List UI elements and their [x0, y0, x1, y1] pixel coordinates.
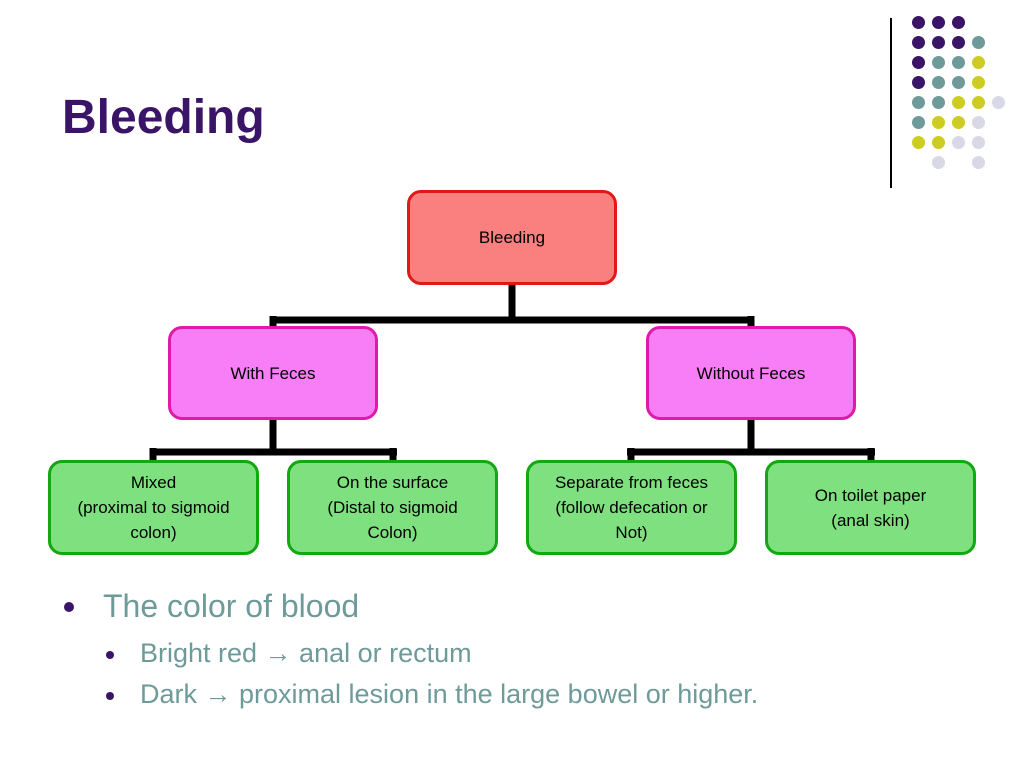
deco-dot [912, 136, 925, 149]
node-label: Mixed (proximal to sigmoid colon) [77, 473, 230, 542]
vertical-divider [890, 18, 892, 188]
deco-dot [912, 56, 925, 69]
deco-dot [972, 136, 985, 149]
deco-dot [952, 136, 965, 149]
node-label: Separate from feces (follow defecation o… [554, 473, 709, 542]
deco-dot [972, 56, 985, 69]
deco-dot [972, 96, 985, 109]
deco-dot [932, 136, 945, 149]
deco-dot [972, 36, 985, 49]
deco-dot [972, 116, 985, 129]
node-label: Without Feces [696, 363, 806, 383]
node-mixed: Mixed (proximal to sigmoid colon) [48, 460, 259, 555]
deco-dot [912, 116, 925, 129]
deco-dot [912, 16, 925, 29]
deco-dot [932, 56, 945, 69]
deco-dot [932, 156, 945, 169]
deco-dot [952, 16, 965, 29]
bullet-dot-icon [106, 651, 114, 659]
node-label: Bleeding [478, 228, 546, 247]
sub-bullet-text: Bright red → anal or rectum [140, 638, 472, 668]
node-on-the-surface: On the surface (Distal to sigmoid Colon) [287, 460, 498, 555]
deco-dot [952, 96, 965, 109]
deco-dot [972, 156, 985, 169]
node-bleeding: Bleeding [407, 190, 617, 285]
deco-dot [972, 76, 985, 89]
node-with-feces: With Feces [168, 326, 378, 420]
deco-dot [952, 76, 965, 89]
deco-dot [932, 116, 945, 129]
deco-dot [932, 16, 945, 29]
bullet-dot-icon [106, 692, 114, 700]
node-label: On the surface (Distal to sigmoid Colon) [327, 473, 458, 542]
bullet-text: The color of blood [103, 588, 360, 624]
deco-dot [952, 116, 965, 129]
node-label: With Feces [230, 363, 316, 383]
deco-dot [912, 76, 925, 89]
bullet-dot-icon [64, 602, 74, 612]
node-without-feces: Without Feces [646, 326, 856, 420]
node-separate-from-feces: Separate from feces (follow defecation o… [526, 460, 737, 555]
deco-dot [912, 36, 925, 49]
node-on-toilet-paper: On toilet paper (anal skin) [765, 460, 976, 555]
deco-dot [952, 56, 965, 69]
slide-title: Bleeding [62, 91, 265, 144]
deco-dot [992, 96, 1005, 109]
sub-bullet-text: Dark → proximal lesion in the large bowe… [140, 679, 759, 709]
node-label: On toilet paper (anal skin) [814, 485, 927, 530]
deco-dot [912, 96, 925, 109]
deco-dot [932, 96, 945, 109]
deco-dot [932, 76, 945, 89]
deco-dot [952, 36, 965, 49]
deco-dot [932, 36, 945, 49]
